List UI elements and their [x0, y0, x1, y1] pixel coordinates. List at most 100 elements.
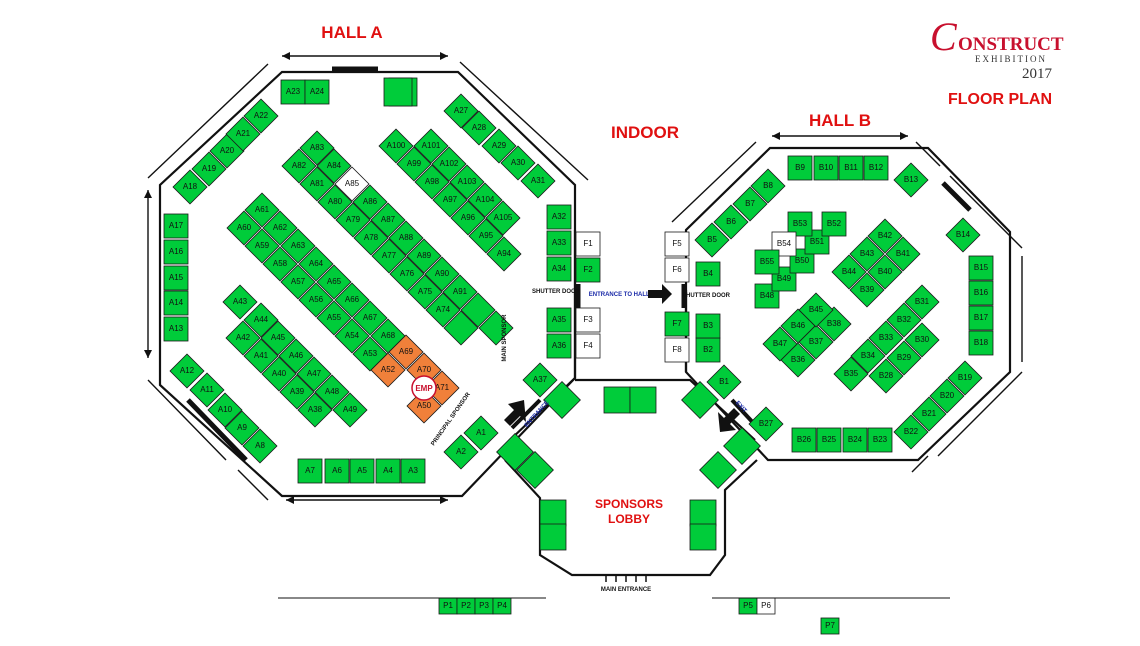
booth-b43[interactable]: B43 [849, 236, 885, 272]
booth-a92[interactable] [460, 292, 496, 328]
booth-a14[interactable]: A14 [163, 290, 189, 316]
booth-a93[interactable] [478, 310, 514, 346]
lobby-booth[interactable] [539, 523, 567, 551]
booth-a104[interactable]: A104 [467, 182, 503, 218]
booth-a74[interactable]: A74 [425, 292, 461, 328]
booth-p6[interactable]: P6 [756, 597, 776, 615]
booth-b1[interactable]: B1 [706, 364, 742, 400]
booth-b16[interactable]: B16 [968, 280, 994, 306]
booth-a47[interactable]: A47 [296, 356, 332, 392]
booth-a83[interactable]: A83 [299, 130, 335, 166]
booth-a21[interactable]: A21 [225, 116, 261, 152]
lobby-booth[interactable] [496, 433, 534, 471]
booth-b48[interactable]: B48 [754, 283, 780, 309]
booth-a13[interactable]: A13 [163, 316, 189, 342]
booth-a84[interactable]: A84 [316, 148, 352, 184]
booth-a55[interactable]: A55 [316, 300, 352, 336]
booth-a87[interactable]: A87 [370, 202, 406, 238]
booth-a24[interactable]: A24 [304, 79, 330, 105]
booth-f7[interactable]: F7 [664, 311, 690, 337]
booth-b12[interactable]: B12 [863, 155, 889, 181]
booth-a1[interactable]: A1 [463, 415, 499, 451]
booth-a15[interactable]: A15 [163, 265, 189, 291]
booth-a100[interactable]: A100 [378, 128, 414, 164]
booth-a101[interactable]: A101 [413, 128, 449, 164]
booth-a8[interactable]: A8 [242, 428, 278, 464]
booth-a63[interactable]: A63 [280, 228, 316, 264]
booth-b24[interactable]: B24 [842, 427, 868, 453]
booth-p5[interactable]: P5 [738, 597, 758, 615]
booth-a79[interactable]: A79 [335, 202, 371, 238]
booth-a85[interactable]: A85 [334, 166, 370, 202]
booth-a91[interactable]: A91 [442, 274, 478, 310]
booth-a57[interactable]: A57 [280, 264, 316, 300]
booth-a59[interactable]: A59 [244, 228, 280, 264]
booth-a61[interactable]: A61 [244, 192, 280, 228]
booth-a41[interactable]: A41 [243, 338, 279, 374]
booth-a95[interactable]: A95 [468, 218, 504, 254]
booth-a64[interactable]: A64 [298, 246, 334, 282]
lobby-booth[interactable] [699, 451, 737, 489]
booth-a58[interactable]: A58 [262, 246, 298, 282]
booth-a31[interactable]: A31 [520, 163, 556, 199]
booth-a60[interactable]: A60 [226, 210, 262, 246]
booth-p7[interactable]: P7 [820, 617, 840, 635]
booth-a6[interactable]: A6 [324, 458, 350, 484]
booth-a88[interactable]: A88 [388, 220, 424, 256]
booth-a3[interactable]: A3 [400, 458, 426, 484]
booth-a90[interactable]: A90 [424, 256, 460, 292]
lobby-booth[interactable] [603, 386, 631, 414]
booth-b14[interactable]: B14 [945, 217, 981, 253]
booth-a33[interactable]: A33 [546, 230, 572, 256]
lobby-booth[interactable] [689, 523, 717, 551]
booth-a48[interactable]: A48 [314, 374, 350, 410]
booth-b15[interactable]: B15 [968, 255, 994, 281]
lobby-booth[interactable] [516, 451, 554, 489]
booth-b3[interactable]: B3 [695, 313, 721, 339]
booth-p1[interactable]: P1 [438, 597, 458, 615]
booth-b18[interactable]: B18 [968, 330, 994, 356]
booth-b31[interactable]: B31 [904, 284, 940, 320]
booth-b42[interactable]: B42 [867, 218, 903, 254]
booth-a19[interactable]: A19 [191, 151, 227, 187]
booth-b20[interactable]: B20 [929, 378, 965, 414]
booth-b39[interactable]: B39 [849, 272, 885, 308]
lobby-booth[interactable] [383, 77, 413, 107]
booth-a42[interactable]: A42 [225, 320, 261, 356]
booth-b27[interactable]: B27 [748, 406, 784, 442]
booth-a69[interactable]: A69 [388, 334, 424, 370]
booth-b47[interactable]: B47 [762, 326, 798, 362]
booth-a27[interactable]: A27 [443, 93, 479, 129]
booth-a53[interactable]: A53 [352, 336, 388, 372]
booth-a7[interactable]: A7 [297, 458, 323, 484]
booth-b6[interactable]: B6 [713, 204, 749, 240]
booth-a37[interactable]: A37 [522, 362, 558, 398]
booth-a38[interactable]: A38 [297, 392, 333, 428]
booth-b52[interactable]: B52 [821, 211, 847, 237]
booth-f5[interactable]: F5 [664, 231, 690, 257]
booth-a12[interactable]: A12 [169, 353, 205, 389]
booth-a30[interactable]: A30 [500, 145, 536, 181]
booth-a40[interactable]: A40 [261, 356, 297, 392]
booth-b19[interactable]: B19 [947, 360, 983, 396]
booth-a9[interactable]: A9 [224, 410, 260, 446]
lobby-booth[interactable] [543, 381, 581, 419]
booth-a17[interactable]: A17 [163, 213, 189, 239]
booth-a10[interactable]: A10 [207, 392, 243, 428]
booth-f8[interactable]: F8 [664, 337, 690, 363]
booth-a81[interactable]: A81 [299, 166, 335, 202]
booth-b23[interactable]: B23 [867, 427, 893, 453]
booth-a65[interactable]: A65 [316, 264, 352, 300]
booth-f2[interactable]: F2 [575, 257, 601, 283]
booth-a99[interactable]: A99 [396, 146, 432, 182]
booth-a44[interactable]: A44 [243, 302, 279, 338]
booth-b13[interactable]: B13 [893, 162, 929, 198]
booth-a86[interactable]: A86 [352, 184, 388, 220]
booth-a67[interactable]: A67 [352, 300, 388, 336]
booth-a22[interactable]: A22 [243, 98, 279, 134]
booth-b30[interactable]: B30 [904, 322, 940, 358]
booth-b25[interactable]: B25 [816, 427, 842, 453]
booth-a102[interactable]: A102 [431, 146, 467, 182]
booth-f3[interactable]: F3 [575, 307, 601, 333]
booth-b32[interactable]: B32 [886, 302, 922, 338]
